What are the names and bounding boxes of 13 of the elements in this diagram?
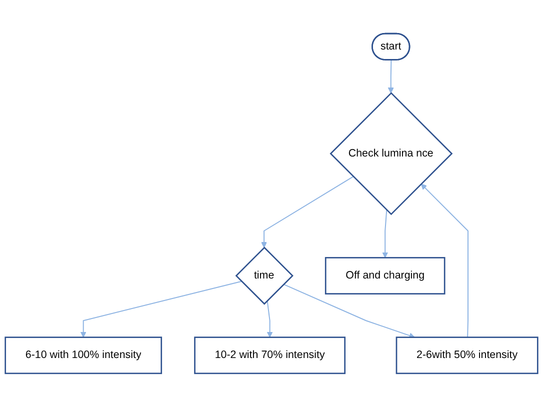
arrow [283,284,415,338]
arrow [261,176,354,248]
node-diamond: time [235,246,294,305]
arrow [420,184,468,338]
node-box: 6-10 with 100% intensity [4,336,162,374]
arrow [80,280,242,338]
arrow [266,300,273,338]
arrow [388,60,394,94]
node-diamond: Check lumina nce [330,92,453,216]
node-box: 10-2 with 70% intensity [194,336,346,374]
node-box: Off and charging [324,257,446,294]
node-box: 2-6with 50% intensity [396,336,538,374]
arrow [382,210,388,258]
